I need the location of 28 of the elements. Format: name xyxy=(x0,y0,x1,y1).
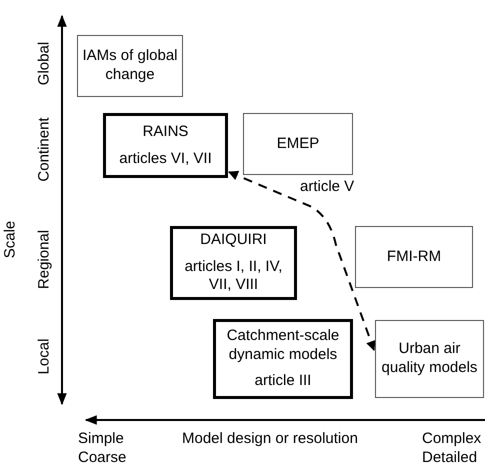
model-box-highlighted xyxy=(103,113,228,178)
axis-label: Local xyxy=(36,338,52,376)
dashed-arrow xyxy=(228,170,376,351)
model-box xyxy=(243,113,353,175)
model-box xyxy=(355,226,473,288)
box-text: article III xyxy=(254,372,312,392)
axis-label: Global xyxy=(36,40,52,88)
box-text: Urban air quality models xyxy=(380,340,478,378)
axis-label: Model design or resolution xyxy=(182,430,358,449)
model-box-highlighted xyxy=(213,319,353,399)
axis-label: Complex xyxy=(422,430,482,449)
box-text: RAINS xyxy=(142,122,188,142)
model-box-highlighted xyxy=(170,226,297,300)
axis-label: Simple xyxy=(78,430,124,449)
box-text: FMI-RM xyxy=(386,248,442,266)
box-text: articles I, II, IV, VII, VIII xyxy=(184,258,284,296)
model-box xyxy=(77,35,183,97)
box-text: EMEP xyxy=(276,134,320,154)
box-text: IAMs of global change xyxy=(82,47,178,85)
model-box xyxy=(375,320,484,398)
box-text: Catchment-scale dynamic models xyxy=(226,326,340,364)
axis-label: Scale xyxy=(2,220,18,260)
axis-label: Detailed xyxy=(422,449,478,464)
axis-label: Regional xyxy=(36,228,52,292)
box-text: DAIQUIRI xyxy=(200,230,267,250)
box-text: articles VI, VII xyxy=(119,150,212,168)
axis-label: Continent xyxy=(36,116,52,184)
axis-label: Coarse xyxy=(78,449,126,464)
